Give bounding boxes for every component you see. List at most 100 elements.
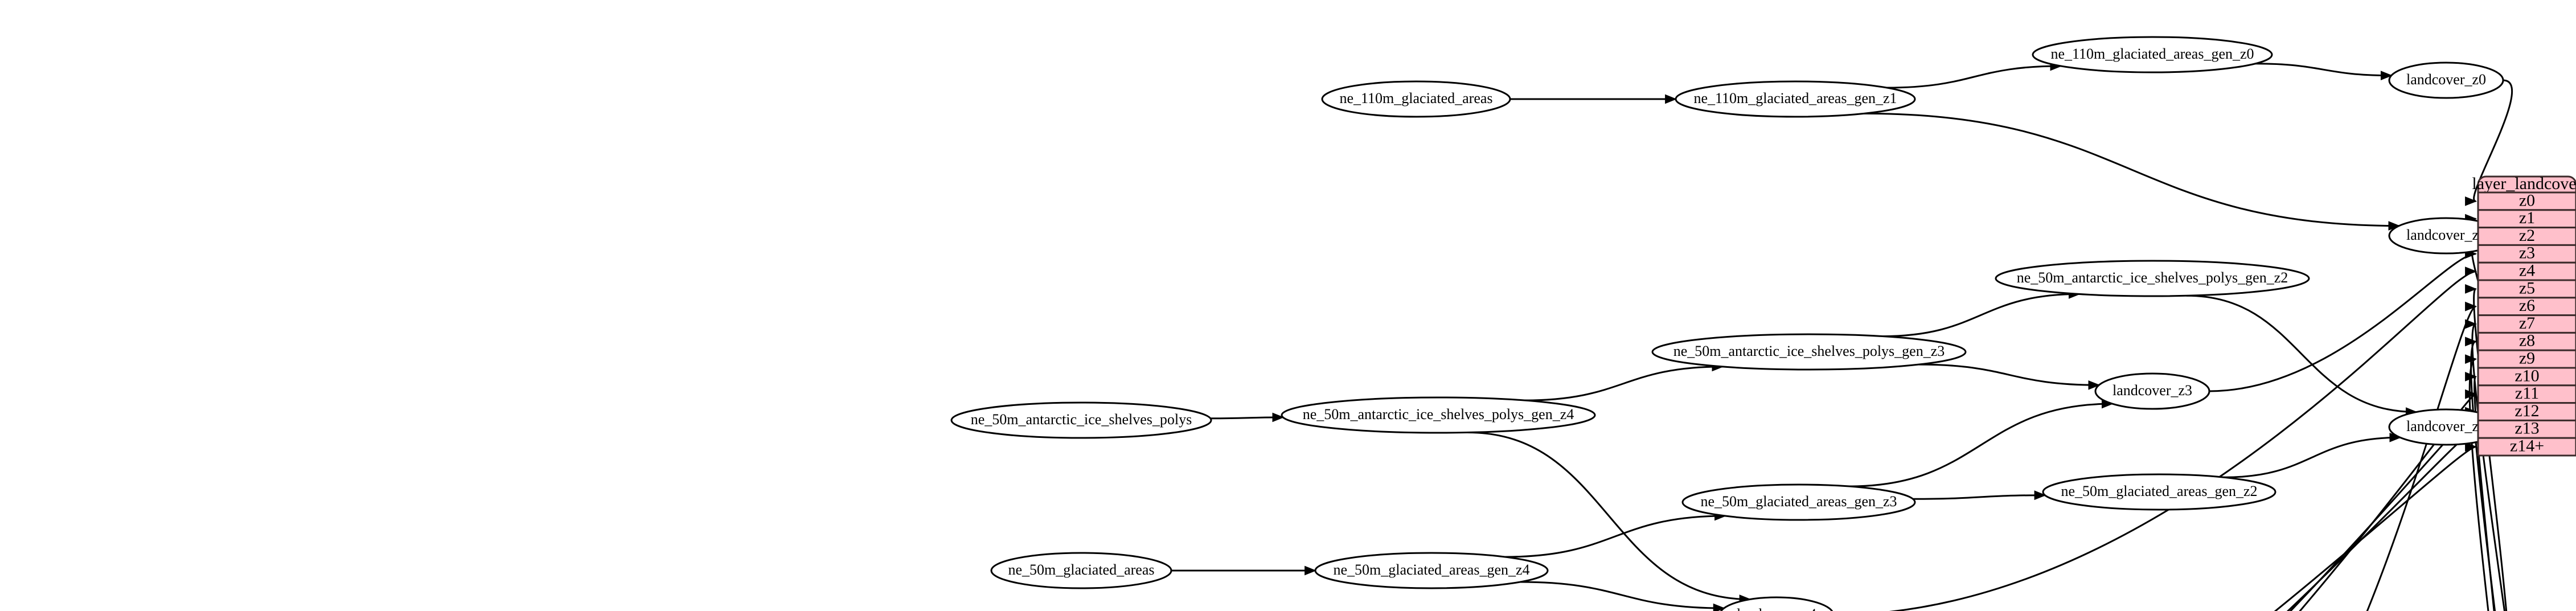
node-label: ne_110m_glaciated_areas xyxy=(1339,90,1492,106)
layer-table-row-label: z0 xyxy=(2519,191,2535,210)
graph-edge-landcover_z6--layer_landcover-z6 xyxy=(2366,302,2477,611)
node-label: ne_50m_antarctic_ice_shelves_polys_gen_z… xyxy=(2017,269,2288,286)
graph-edge-ne_50m_glaciated_areas_gen_z3--ne_50m_glaciated_areas_gen_z2 xyxy=(1913,490,2046,501)
graph-edge-ne_50m_antarctic_ice_shelves_polys_gen_z3--ne_50m_antarctic_ice_shelves_polys_gen_z2 xyxy=(1882,289,2081,338)
node-label: landcover_z3 xyxy=(2113,382,2192,399)
graph-edge-osm_landcover_gen_z12--layer_landcover-z12 xyxy=(2289,407,2477,611)
graph-node-ne_50m_antarctic_ice_shelves_polys_gen_z2[interactable]: ne_50m_antarctic_ice_shelves_polys_gen_z… xyxy=(1995,260,2310,297)
graph-node-landcover_z2[interactable]: landcover_z2 xyxy=(2388,408,2504,446)
layer-table-row-label: z14+ xyxy=(2510,436,2544,455)
graph-edge-ne_50m_antarctic_ice_shelves_polys_gen_z4--landcover_z4 xyxy=(1467,431,1751,604)
graph-node-ne_50m_glaciated_areas_gen_z4[interactable]: ne_50m_glaciated_areas_gen_z4 xyxy=(1314,552,1549,589)
graph-node-ne_50m_glaciated_areas_gen_z3[interactable]: ne_50m_glaciated_areas_gen_z3 xyxy=(1681,483,1916,521)
layer-table-row-label: z9 xyxy=(2519,348,2535,367)
layer-table-row-label: z6 xyxy=(2519,296,2535,315)
graph-edge-landcover_z0--layer_landcover-z0 xyxy=(2465,79,2513,206)
layer-table-row-label: z4 xyxy=(2519,261,2535,280)
node-label: ne_110m_glaciated_areas_gen_z1 xyxy=(1693,90,1897,106)
node-shape xyxy=(1995,260,2310,297)
layer-table-row-z4[interactable] xyxy=(2477,261,2576,281)
graph-node-ne_110m_glaciated_areas_gen_z0[interactable]: ne_110m_glaciated_areas_gen_z0 xyxy=(2032,36,2273,73)
graph-edge-ne_110m_glaciated_areas_gen_z0--landcover_z0 xyxy=(2255,63,2393,81)
layer-table-header: layer_landcover xyxy=(2472,174,2576,193)
layer-table-row-label: z3 xyxy=(2519,244,2535,263)
graph-edge-osm_landcover_gen_z8--layer_landcover-z8 xyxy=(2464,337,2496,611)
layer-table-row-label: z11 xyxy=(2515,384,2539,403)
graph-edge-osm_landcover_polygon--layer_landcover-z14+ xyxy=(2274,442,2477,611)
node-shape xyxy=(1321,80,1511,118)
node-shape xyxy=(950,401,1212,439)
graph-edge-landcover_z4--layer_landcover-z4 xyxy=(1888,266,2477,611)
layer-landcover-table[interactable]: layer_landcoverz0z1z2z3z4z5z6z7z8z9z10z1… xyxy=(2472,174,2576,457)
layer-table-row-label: z7 xyxy=(2519,314,2535,333)
layer-table-row-z0[interactable] xyxy=(2477,191,2576,211)
graph-edge-landcover_z3--layer_landcover-z3 xyxy=(2209,249,2477,392)
layer-table-row-z7[interactable] xyxy=(2477,314,2576,334)
node-shape xyxy=(2032,36,2273,73)
layer-table-row-z6[interactable] xyxy=(2477,297,2576,317)
graph-edge-ne_50m_glaciated_areas_gen_z4--ne_50m_glaciated_areas_gen_z3 xyxy=(1505,511,1727,558)
node-shape xyxy=(2388,61,2504,99)
graph-edge-ne_110m_glaciated_areas_gen_z1--landcover_z1 xyxy=(1864,112,2401,231)
layer-table-row-z13[interactable] xyxy=(2477,419,2576,439)
layer-table-row-z2[interactable] xyxy=(2477,227,2576,246)
node-label: landcover_z1 xyxy=(2406,227,2486,243)
graph-node-landcover_z0[interactable]: landcover_z0 xyxy=(2388,61,2504,99)
layer-table-row-label: z12 xyxy=(2515,401,2539,420)
layer-table-row-z14+[interactable] xyxy=(2477,437,2576,457)
layer-table-row-label: z2 xyxy=(2519,226,2535,245)
node-label: ne_50m_glaciated_areas xyxy=(1008,561,1155,578)
nodes-layer: imposm3osm_landcover_polygonsimplify_vw_… xyxy=(950,36,2504,611)
layer-table-row-label: z5 xyxy=(2519,278,2535,297)
graph-edge-osm_landcover_gen_z11--layer_landcover-z11 xyxy=(2299,389,2477,611)
layer-table-row-label: z10 xyxy=(2515,366,2539,385)
layer-table-row-z12[interactable] xyxy=(2477,402,2576,421)
graph-edge-ne_50m_antarctic_ice_shelves_polys_gen_z3--landcover_z3 xyxy=(1918,363,2101,390)
graph-node-ne_110m_glaciated_areas_gen_z1[interactable]: ne_110m_glaciated_areas_gen_z1 xyxy=(1675,80,1916,118)
layer-table-row-z1[interactable] xyxy=(2477,209,2576,229)
layer-table-row-label: z13 xyxy=(2515,419,2539,438)
graph-node-ne_50m_antarctic_ice_shelves_polys[interactable]: ne_50m_antarctic_ice_shelves_polys xyxy=(950,401,1212,439)
graph-edge-ne_50m_glaciated_areas_gen_z2--landcover_z2 xyxy=(2224,432,2402,478)
graph-node-ne_50m_antarctic_ice_shelves_polys_gen_z4[interactable]: ne_50m_antarctic_ice_shelves_polys_gen_z… xyxy=(1281,396,1596,434)
graph-node-ne_50m_glaciated_areas_gen_z2[interactable]: ne_50m_glaciated_areas_gen_z2 xyxy=(2042,473,2276,511)
node-shape xyxy=(1681,483,1916,521)
graph-edge-ne_50m_antarctic_ice_shelves_polys_gen_z2--landcover_z2 xyxy=(2186,294,2418,417)
layer-table-row-label: z8 xyxy=(2519,331,2535,350)
graph-node-ne_110m_glaciated_areas[interactable]: ne_110m_glaciated_areas xyxy=(1321,80,1511,118)
node-shape xyxy=(2042,473,2276,511)
node-label: landcover_z2 xyxy=(2406,418,2486,434)
graph-edge-ne_50m_glaciated_areas_gen_z4--landcover_z4 xyxy=(1520,581,1725,611)
graph-node-ne_50m_glaciated_areas[interactable]: ne_50m_glaciated_areas xyxy=(990,552,1172,589)
node-label: ne_50m_glaciated_areas_gen_z3 xyxy=(1700,493,1897,510)
graph-node-ne_50m_antarctic_ice_shelves_polys_gen_z3[interactable]: ne_50m_antarctic_ice_shelves_polys_gen_z… xyxy=(1651,333,1967,371)
node-label: ne_50m_antarctic_ice_shelves_polys_gen_z… xyxy=(1303,406,1574,423)
graph-edge-osm_landcover_gen_z13--layer_landcover-z13 xyxy=(2286,424,2477,611)
node-label: ne_50m_antarctic_ice_shelves_polys_gen_z… xyxy=(1673,343,1945,359)
node-label: ne_50m_glaciated_areas_gen_z4 xyxy=(1333,561,1529,578)
node-shape xyxy=(2094,372,2210,410)
node-label: landcover_z4 xyxy=(1737,606,1816,611)
layer-table-row-z9[interactable] xyxy=(2477,349,2576,369)
layer-table-row-z8[interactable] xyxy=(2477,331,2576,351)
node-shape xyxy=(1314,552,1549,589)
node-label: landcover_z0 xyxy=(2406,71,2486,88)
node-label: ne_50m_antarctic_ice_shelves_polys xyxy=(971,411,1192,428)
layer-table-row-label: z1 xyxy=(2519,208,2535,227)
node-shape xyxy=(1720,596,1833,611)
node-shape xyxy=(990,552,1172,589)
graph-node-landcover_z4[interactable]: landcover_z4 xyxy=(1720,596,1833,611)
graph-edge-ne_50m_antarctic_ice_shelves_polys_gen_z4--ne_50m_antarctic_ice_shelves_polys_gen_z3 xyxy=(1524,362,1724,401)
graph-node-landcover_z3[interactable]: landcover_z3 xyxy=(2094,372,2210,410)
graph-edge-ne_110m_glaciated_areas_gen_z1--ne_110m_glaciated_areas_gen_z0 xyxy=(1886,61,2062,89)
graph-edge-ne_50m_glaciated_areas_gen_z3--landcover_z3 xyxy=(1849,399,2114,487)
edges-layer xyxy=(1171,61,2513,611)
graph-edge-ne_50m_antarctic_ice_shelves_polys--ne_50m_antarctic_ice_shelves_polys_gen_z4 xyxy=(1210,412,1285,423)
node-label: ne_110m_glaciated_areas_gen_z0 xyxy=(2050,46,2254,62)
node-label: ne_50m_glaciated_areas_gen_z2 xyxy=(2061,483,2257,499)
node-shape xyxy=(1651,333,1967,371)
node-shape xyxy=(1281,396,1596,434)
node-shape xyxy=(1675,80,1916,118)
